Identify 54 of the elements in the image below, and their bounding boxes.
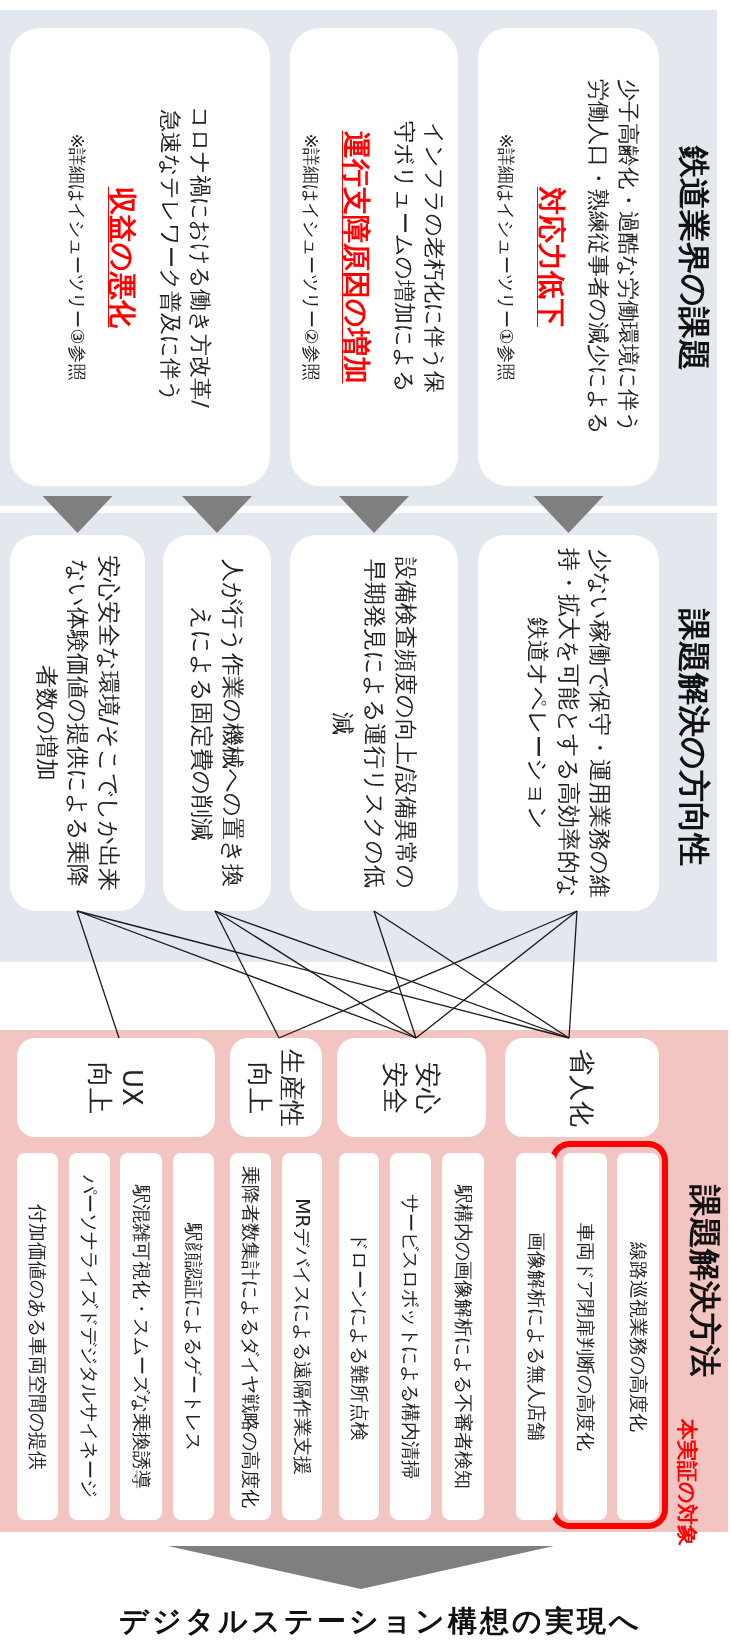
method-box: パーソナライズドデジタルサイネージ xyxy=(69,1153,110,1520)
issue-card xyxy=(478,28,659,486)
description-text: 少子高齢化・過酷な労働環境に伴う労働人口・熟練従事者の減少による xyxy=(585,78,643,436)
section-title: 課題解決方法 xyxy=(686,1185,724,1377)
method-box: 乗降者数集計によるダイヤ戦略の高度化 xyxy=(230,1153,271,1520)
section-title: 課題解決の方向性 xyxy=(675,609,713,866)
method-box: 線路巡視業務の高度化 xyxy=(617,1153,659,1520)
method-box: サービスロボットによる構内清掃 xyxy=(390,1153,431,1520)
description-text: コロナ禍における働き方改革/急速なテレワーク普及に伴う xyxy=(157,105,214,410)
direction-card: 設備検査頻度の向上/設備異常の早期発見による運行リスクの低減 xyxy=(290,535,458,911)
direction-card: 人が行う作業の機械への置き換えによる固定費の削減 xyxy=(163,535,271,911)
direction-card: 安心安全な環境/そこでしか出来ない体験価値の提供による乗降者数の増加 xyxy=(10,535,145,911)
issue-card xyxy=(290,28,458,486)
arrow xyxy=(168,1546,554,1589)
category-box: 省人化 xyxy=(505,1038,659,1137)
connector-line xyxy=(214,910,570,1039)
method-box: 駅構内の画像解析による不審者検知 xyxy=(442,1153,484,1520)
connector-line xyxy=(373,910,570,1039)
connector-line xyxy=(214,910,280,1039)
reference-note: ※詳細はイシューツリー③参照 xyxy=(66,133,90,381)
category-box: UX向上 xyxy=(17,1038,215,1137)
method-box: 画像解析による無人店舗 xyxy=(516,1153,556,1520)
connector-line xyxy=(214,910,417,1039)
method-box: 駅混雑可視化・スムーズな乗換誘導 xyxy=(120,1153,162,1520)
category-box: 生産性向上 xyxy=(230,1038,322,1137)
issue-heading: 対応力低下 xyxy=(533,187,569,327)
arrow xyxy=(182,496,252,533)
highlight-label: 本実証の対象 xyxy=(674,1419,700,1546)
goal-text: デジタルステーション構想の実現へ xyxy=(119,1600,641,1642)
section-title: 鉄道業界の課題 xyxy=(675,145,713,371)
reference-note: ※詳細はイシューツリー①参照 xyxy=(494,133,518,381)
arrow xyxy=(533,496,604,533)
method-box: 駅顔認証によるゲートレス xyxy=(173,1153,214,1520)
connector-line xyxy=(76,910,120,1039)
connector-line xyxy=(373,910,417,1039)
method-box: 車両ドア閉扉判断の高度化 xyxy=(563,1153,607,1520)
category-box: 安心安全 xyxy=(337,1038,486,1137)
issue-heading: 運行支障原因の増加 xyxy=(339,130,375,384)
arrow xyxy=(42,496,113,533)
issue-heading: 収益の悪化 xyxy=(105,186,141,328)
connector-line xyxy=(278,910,578,1039)
reference-note: ※詳細はイシューツリー②参照 xyxy=(300,133,324,381)
method-box: 付加価値のある車両空間の提供 xyxy=(17,1153,58,1520)
connector-line xyxy=(568,910,578,1039)
method-box: MRデバイスによる遠隔作業支援 xyxy=(282,1153,322,1520)
connector-line xyxy=(415,910,578,1039)
section-panel xyxy=(0,10,717,506)
connector-line xyxy=(76,910,417,1039)
issue-card xyxy=(10,28,270,486)
section-panel xyxy=(0,513,717,962)
description-text: インフラの老朽化に伴う保守ボリュームの増加による xyxy=(391,120,448,395)
direction-card: 少ない稼働で保守・運用業務の維持・拡大を可能とする高効率的な鉄道オペレーション xyxy=(478,535,659,911)
arrow xyxy=(339,496,409,533)
method-box: ドローンによる難所点検 xyxy=(339,1153,379,1520)
